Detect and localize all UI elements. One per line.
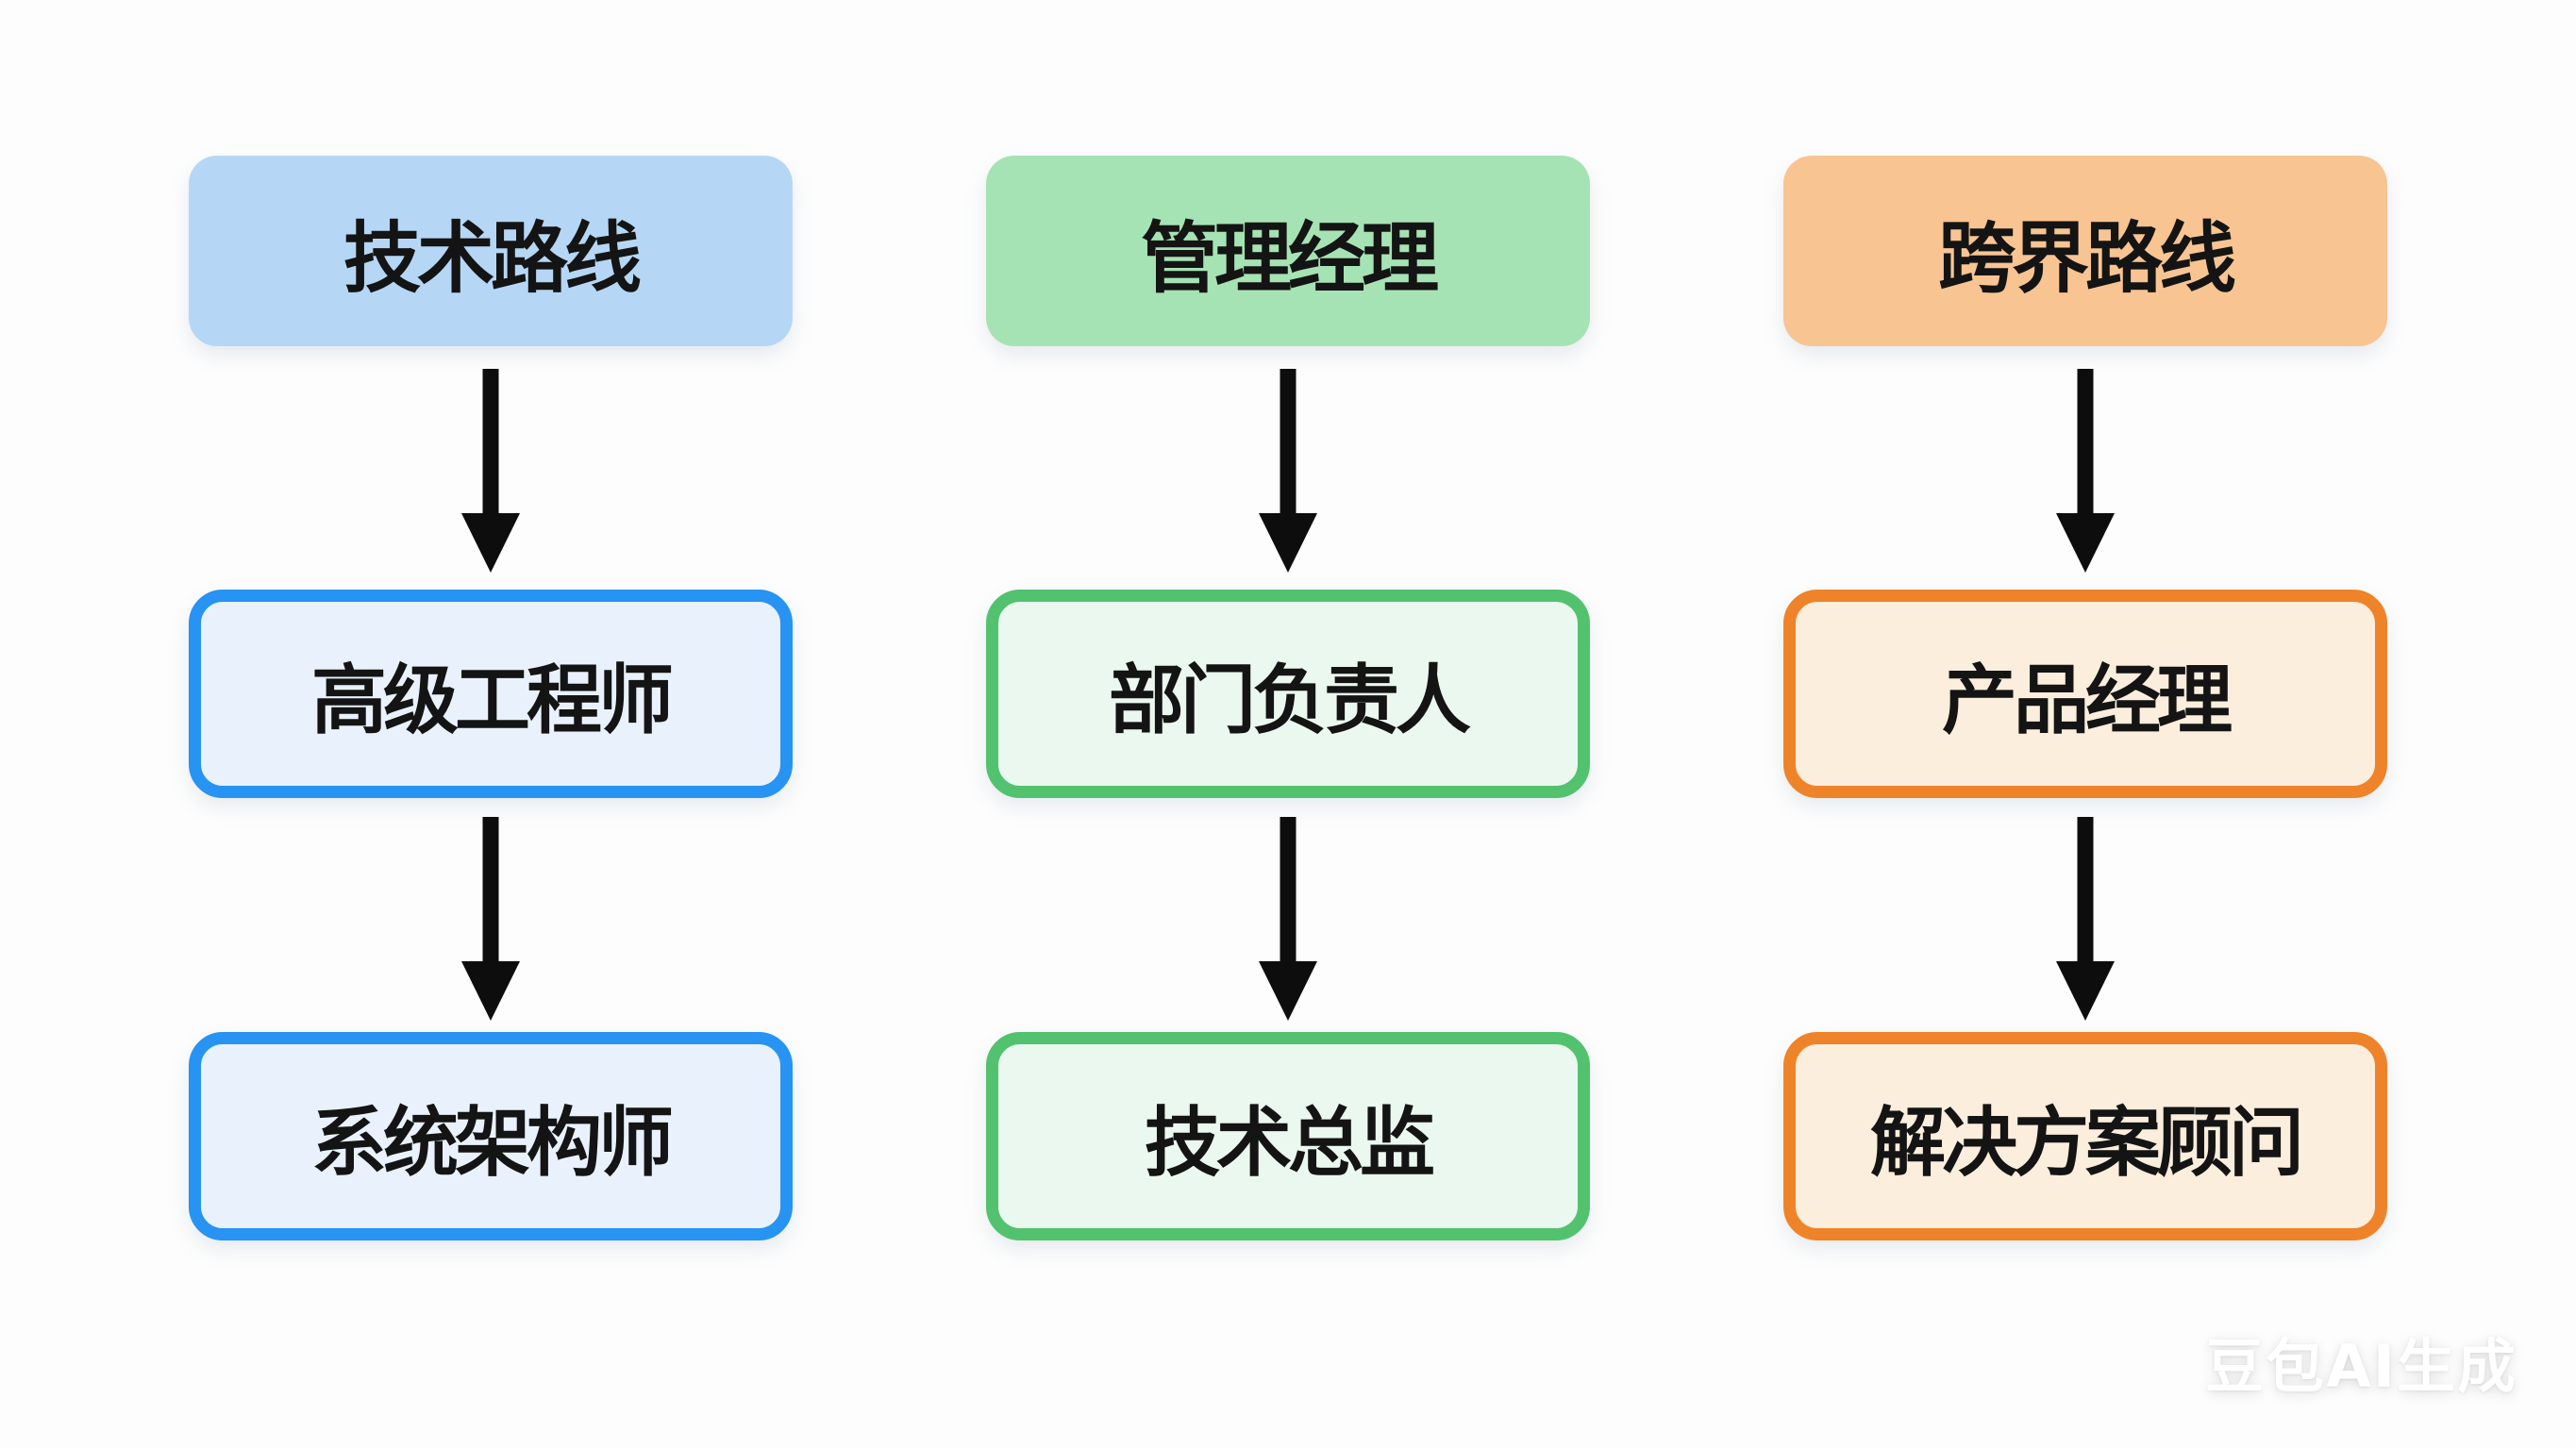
down-arrow-icon [2056,817,2115,1021]
node-solution-consultant: 解决方案顾问 [1783,1032,2387,1240]
header-cross-path: 跨界路线 [1783,156,2387,346]
header-management-path: 管理经理 [986,156,1590,346]
column-cross-path: 跨界路线 产品经理 解决方案顾问 [1783,156,2387,1448]
down-arrow-icon [461,369,520,573]
down-arrow-icon [2056,369,2115,573]
down-arrow-icon [1259,369,1317,573]
down-arrow-icon [461,817,520,1021]
watermark: 豆包AI生成 [2204,1332,2517,1401]
node-system-architect: 系统架构师 [189,1032,793,1240]
node-department-head: 部门负责人 [986,590,1590,798]
node-senior-engineer: 高级工程师 [189,590,793,798]
column-tech-path: 技术路线 高级工程师 系统架构师 [189,156,793,1448]
column-management-path: 管理经理 部门负责人 技术总监 [986,156,1590,1448]
node-product-manager: 产品经理 [1783,590,2387,798]
node-tech-director: 技术总监 [986,1032,1590,1240]
header-tech-path: 技术路线 [189,156,793,346]
down-arrow-icon [1259,817,1317,1021]
